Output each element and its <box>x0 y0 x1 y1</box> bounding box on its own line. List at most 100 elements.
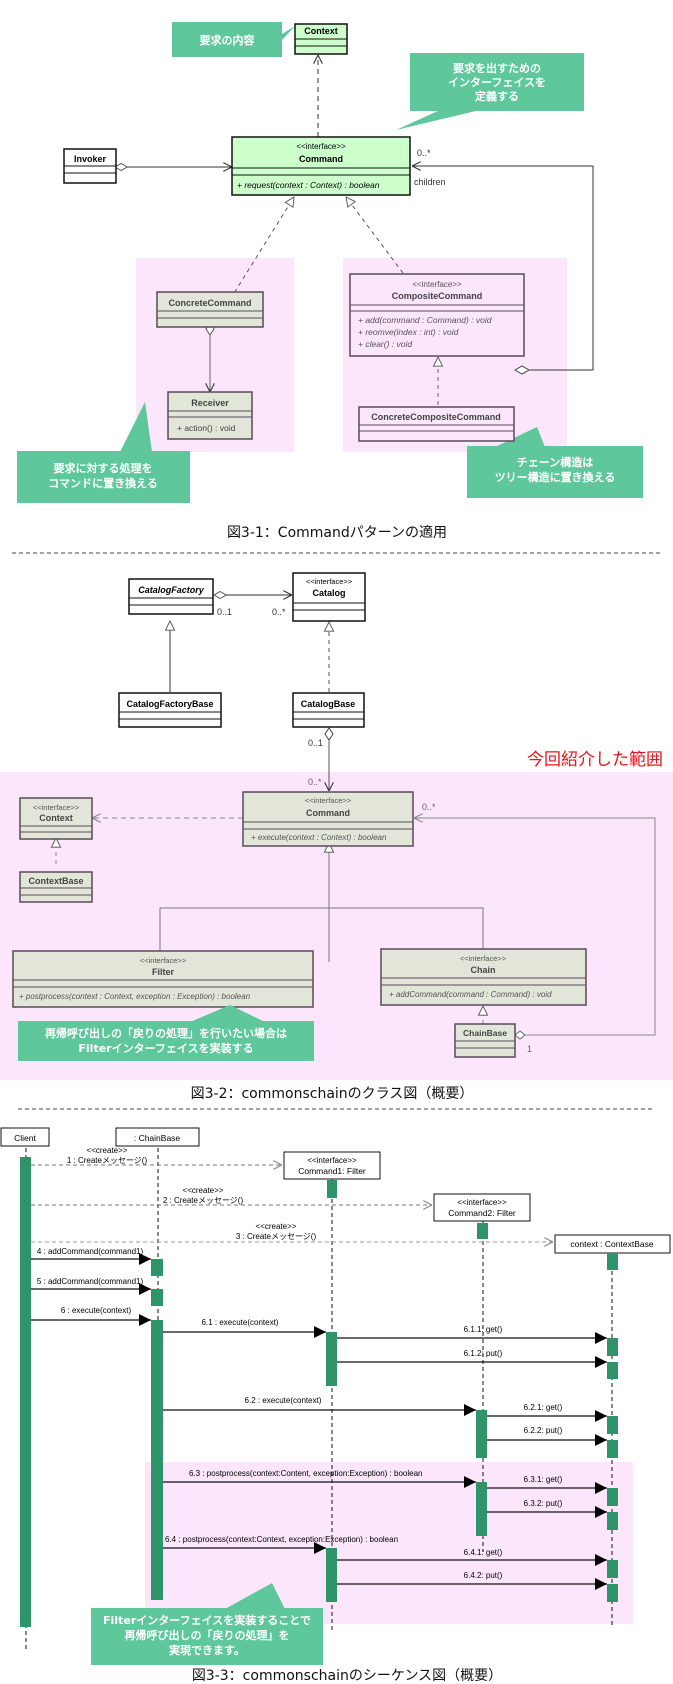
svg-text:CatalogFactory: CatalogFactory <box>138 585 205 595</box>
svg-text:Client: Client <box>14 1133 36 1143</box>
class-invoker: Invoker <box>63 148 117 184</box>
figure-3-caption: 図3-3：commonschainのシーケンス図（概要） <box>192 1668 502 1684</box>
class-chain: <<interface>> Chain + addCommand(command… <box>380 948 587 1006</box>
svg-text:6 : execute(context): 6 : execute(context) <box>61 1306 132 1315</box>
svg-text:6.3.2: put(): 6.3.2: put() <box>524 1499 563 1508</box>
svg-text:Context: Context <box>304 26 338 36</box>
svg-text:チェーン構造は: チェーン構造は <box>517 455 593 469</box>
class-composite-command: <<interface>> CompositeCommand + add(com… <box>349 273 525 357</box>
figure-1-caption: 図3-1：Commandパターンの適用 <box>227 524 447 541</box>
svg-text:5 : addCommand(command1): 5 : addCommand(command1) <box>37 1277 144 1286</box>
svg-text:3 : Createメッセージ(): 3 : Createメッセージ() <box>236 1232 317 1241</box>
sync-messages <box>31 1253 607 1590</box>
svg-text:Context: Context <box>39 813 73 823</box>
class-catalog-factory-base: CatalogFactoryBase <box>118 692 222 728</box>
svg-text:0..1: 0..1 <box>308 738 323 748</box>
svg-text:Command: Command <box>299 154 343 164</box>
svg-text:定義する: 定義する <box>475 89 519 103</box>
svg-text:<<interface>>: <<interface>> <box>305 796 352 805</box>
class-context-2: <<interface>> Context <box>19 797 93 840</box>
svg-text:2 : Createメッセージ(): 2 : Createメッセージ() <box>163 1196 244 1205</box>
svg-text:<<interface>>: <<interface>> <box>140 956 187 965</box>
svg-text:6.1.1: get(): 6.1.1: get() <box>464 1325 503 1334</box>
svg-text:<<interface>>: <<interface>> <box>306 577 353 586</box>
class-filter: <<interface>> Filter + postprocess(conte… <box>12 950 314 1008</box>
class-context-base: ContextBase <box>19 871 93 903</box>
svg-text:<<create>>: <<create>> <box>183 1186 224 1195</box>
svg-text:Invoker: Invoker <box>74 154 107 164</box>
svg-text:実現できます。: 実現できます。 <box>169 1643 245 1657</box>
svg-text:0..*: 0..* <box>272 607 286 617</box>
note-command: 要求を出すための インターフェイスを 定義する <box>396 53 584 130</box>
svg-text:6.2.2: put(): 6.2.2: put() <box>524 1426 563 1435</box>
svg-text:6.2 : execute(context): 6.2 : execute(context) <box>245 1396 322 1405</box>
class-chain-base: ChainBase <box>454 1023 516 1058</box>
svg-text:6.4.1: get(): 6.4.1: get() <box>464 1548 503 1557</box>
svg-text:Catalog: Catalog <box>312 588 345 598</box>
lifeline-chainbase: : ChainBase <box>115 1127 200 1147</box>
svg-text:1 : Createメッセージ(): 1 : Createメッセージ() <box>67 1156 148 1165</box>
svg-text:1: 1 <box>527 1044 532 1054</box>
class-receiver: Receiver + action() : void <box>167 391 253 440</box>
scope-label: 今回紹介した範囲 <box>527 750 663 770</box>
svg-text:+ add(command : Command) : voi: + add(command : Command) : void <box>358 315 492 325</box>
svg-text:+ request(context : Context) :: + request(context : Context) : boolean <box>237 180 380 190</box>
aggregation-children <box>412 166 594 371</box>
class-catalog: <<interface>> Catalog <box>292 572 366 622</box>
lifeline-context: context : ContextBase <box>554 1234 671 1254</box>
svg-text:CatalogFactoryBase: CatalogFactoryBase <box>126 699 213 709</box>
svg-text:6.4 : postprocess(context:Cont: 6.4 : postprocess(context:Context, excep… <box>165 1535 398 1544</box>
svg-text:要求を出すための: 要求を出すための <box>453 61 541 75</box>
realization-concrete <box>225 197 294 307</box>
svg-text:<<create>>: <<create>> <box>87 1146 128 1155</box>
svg-text:Command: Command <box>306 808 350 818</box>
svg-text:再帰呼び出しの「戻りの処理」を: 再帰呼び出しの「戻りの処理」を <box>125 1628 290 1642</box>
class-command-2: <<interface>> Command + execute(context … <box>242 791 414 847</box>
svg-text:+ postprocess(context : Contex: + postprocess(context : Context, excepti… <box>19 992 251 1001</box>
lifeline-client: Client <box>0 1127 50 1147</box>
svg-text:6.1.2: put(): 6.1.2: put() <box>464 1349 503 1358</box>
svg-text:Command2: Filter: Command2: Filter <box>448 1208 516 1218</box>
svg-text:+ clear() : void: + clear() : void <box>358 339 412 349</box>
svg-text:ConcreteCommand: ConcreteCommand <box>168 298 251 308</box>
svg-text:6.3 : postprocess(context:Cont: 6.3 : postprocess(context:Content, excep… <box>189 1469 422 1478</box>
svg-text:Filterインターフェイスを実装する: Filterインターフェイスを実装する <box>78 1041 253 1055</box>
svg-text:6.4.2: put(): 6.4.2: put() <box>464 1571 503 1580</box>
figure-2-caption: 図3-2：commonschainのクラス図（概要） <box>191 1086 474 1102</box>
svg-text:<<interface>>: <<interface>> <box>457 1198 507 1207</box>
svg-text:+ action() : void: + action() : void <box>177 423 236 433</box>
figure-2: 今回紹介した範囲 0..1 0..* 0..1 0..* 0..* 1 Cata… <box>0 572 673 1110</box>
svg-text:CompositeCommand: CompositeCommand <box>392 291 483 301</box>
svg-text:CatalogBase: CatalogBase <box>301 699 356 709</box>
svg-text:<<interface>>: <<interface>> <box>296 142 346 151</box>
note-composite: チェーン構造は ツリー構造に置き換える <box>467 427 643 498</box>
svg-text:<<interface>>: <<interface>> <box>33 803 80 812</box>
svg-text:コマンドに置き換える: コマンドに置き換える <box>48 476 158 490</box>
svg-text:children: children <box>414 177 446 187</box>
svg-text:6.3.1: get(): 6.3.1: get() <box>524 1475 563 1484</box>
class-catalog-base: CatalogBase <box>292 692 365 728</box>
aggregation-chain-command <box>414 818 656 1036</box>
note-context: 要求の内容 <box>172 22 295 57</box>
scope-postprocess <box>145 1462 633 1624</box>
svg-text:context : ContextBase: context : ContextBase <box>570 1239 653 1249</box>
svg-text:0..*: 0..* <box>417 148 431 158</box>
svg-text:<<create>>: <<create>> <box>256 1222 297 1231</box>
svg-text:+ execute(context : Context) :: + execute(context : Context) : boolean <box>251 833 387 842</box>
svg-text:<<interface>>: <<interface>> <box>460 954 507 963</box>
svg-text:: ChainBase: : ChainBase <box>134 1133 181 1143</box>
svg-text:Receiver: Receiver <box>191 398 229 408</box>
svg-text:Command1: Filter: Command1: Filter <box>298 1166 366 1176</box>
svg-text:ContextBase: ContextBase <box>28 876 83 886</box>
class-context: Context <box>294 23 348 55</box>
activations <box>20 1157 618 1627</box>
svg-text:再帰呼び出しの「戻りの処理」を行いたい場合は: 再帰呼び出しの「戻りの処理」を行いたい場合は <box>45 1026 287 1040</box>
svg-text:0..*: 0..* <box>422 802 436 812</box>
svg-text:Filter: Filter <box>152 967 175 977</box>
note-sequence: Filterインターフェイスを実装することで 再帰呼び出しの「戻りの処理」を 実… <box>91 1583 323 1665</box>
lifeline-command2: <<interface>> Command2: Filter <box>433 1193 531 1222</box>
svg-text:Chain: Chain <box>470 965 495 975</box>
svg-text:<<interface>>: <<interface>> <box>412 280 462 289</box>
svg-text:+ addCommand(command : Command: + addCommand(command : Command) : void <box>389 990 552 999</box>
figure-3: Client : ChainBase <<interface>> Command… <box>0 1127 671 1684</box>
